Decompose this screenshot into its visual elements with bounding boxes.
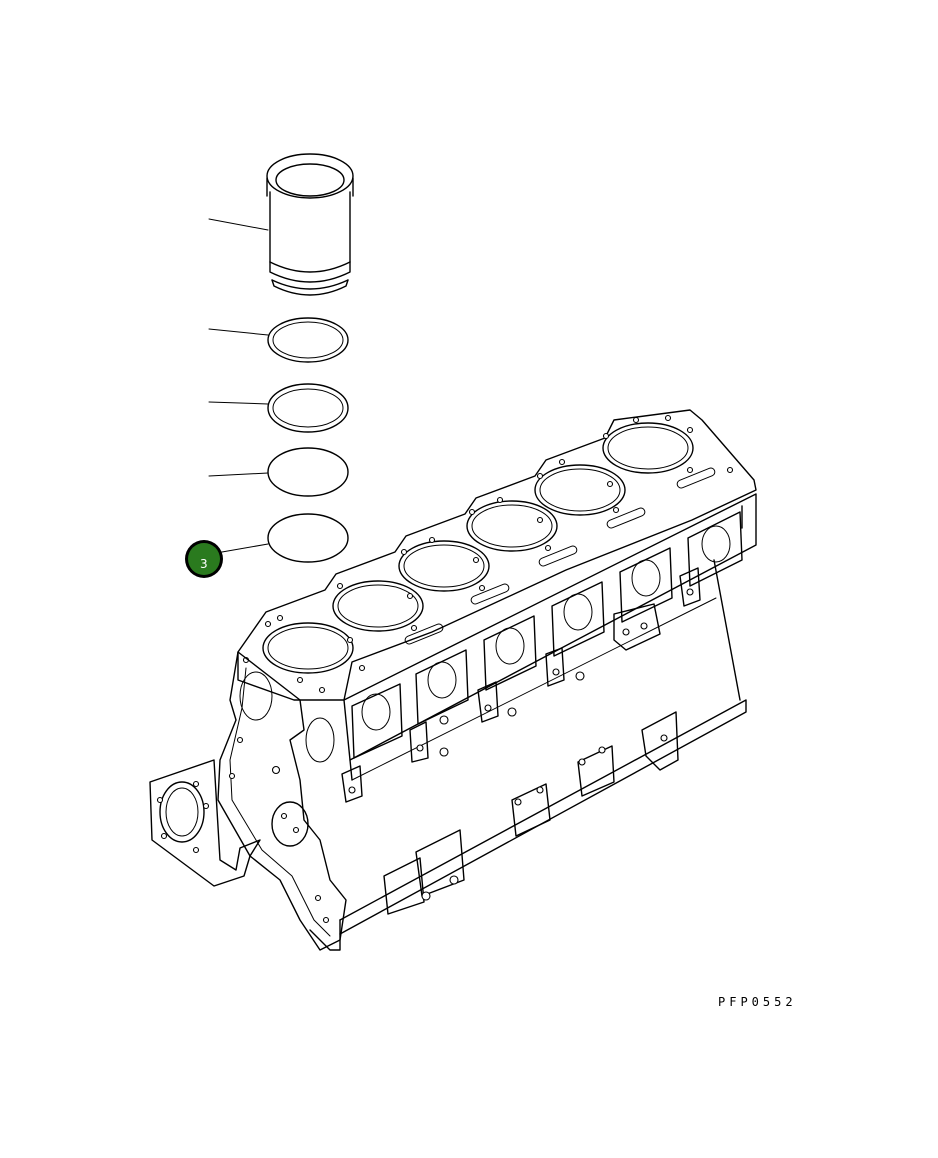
seal-ring-2	[267, 383, 349, 433]
callout-label: 3	[200, 557, 208, 571]
seal-ring-1	[267, 317, 349, 363]
drawing-code: PFP0552	[718, 995, 797, 1009]
callout-badge-3[interactable]: 3	[185, 540, 223, 578]
o-ring-3	[267, 447, 349, 497]
cylinder-liner	[266, 153, 354, 296]
deck-slots	[404, 467, 716, 645]
cylinder-block	[149, 409, 757, 951]
leader-lines	[208, 218, 269, 553]
cylinder-bores	[262, 422, 694, 674]
o-ring-4	[267, 513, 349, 563]
deck-bolt-holes	[242, 414, 734, 694]
side-pockets	[351, 511, 743, 759]
front-end-plate	[149, 651, 347, 951]
mounting-bosses	[341, 567, 701, 915]
